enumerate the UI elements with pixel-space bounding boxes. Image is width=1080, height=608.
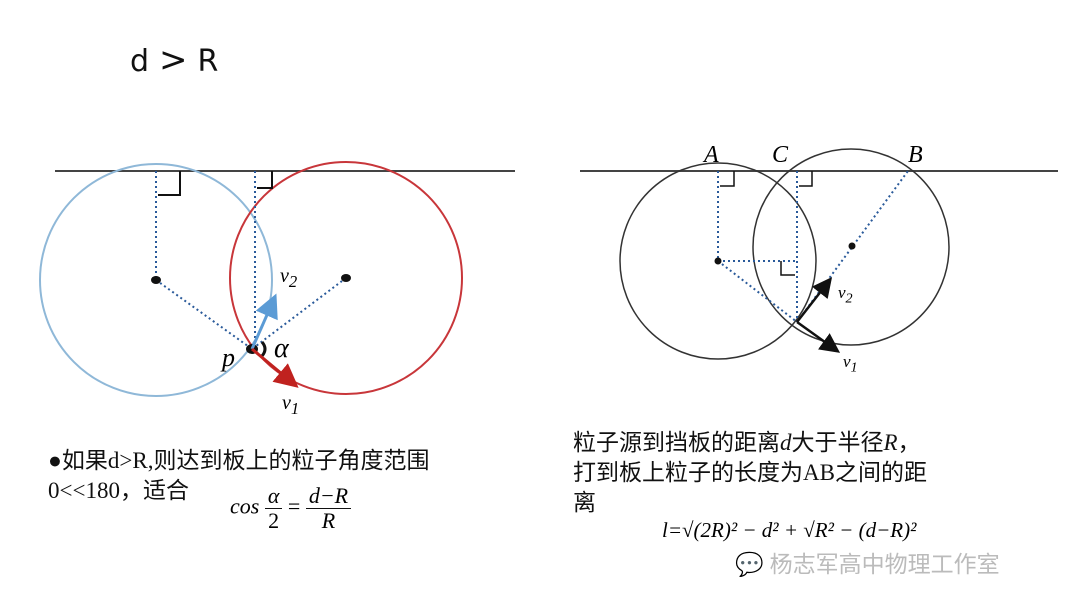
right-angle-mark [257,171,273,189]
title-condition: d > R [130,40,218,80]
red-circle [229,161,463,395]
v1-arrow [796,320,841,353]
label-A: A [704,142,719,168]
left-caption: ●如果d>R,则达到板上的粒子角度范围 0<<180，适合 [48,448,430,503]
label-C: C [772,142,789,168]
title-op: > [159,40,188,80]
label-v2: v2 [280,265,298,291]
v2-arrow [796,277,833,323]
label-v1: v1 [282,392,300,418]
right-diagram [580,148,1058,360]
wechat-icon: 💬 [735,552,764,578]
v1-arrow [251,347,299,388]
watermark: 💬杨志军高中物理工作室 [735,552,1000,578]
v2-arrow [250,293,278,350]
right-caption: 粒子源到挡板的距离d大于半径R， 打到板上粒子的长度为AB之间的距 离 [573,430,927,515]
right-angle-mark [158,171,181,196]
label-v2-right: v2 [838,283,853,307]
label-v1-right: v1 [843,352,858,376]
title-r: R [197,44,219,79]
right-formula: l=√(2R)² − d² + √R² − (d−R)² [662,518,917,542]
label-alpha: α [274,333,289,364]
label-p: p [222,343,235,372]
label-B: B [908,142,923,168]
blue-circle [39,163,273,397]
left-diagram [39,161,515,397]
title-d: d [130,44,150,79]
